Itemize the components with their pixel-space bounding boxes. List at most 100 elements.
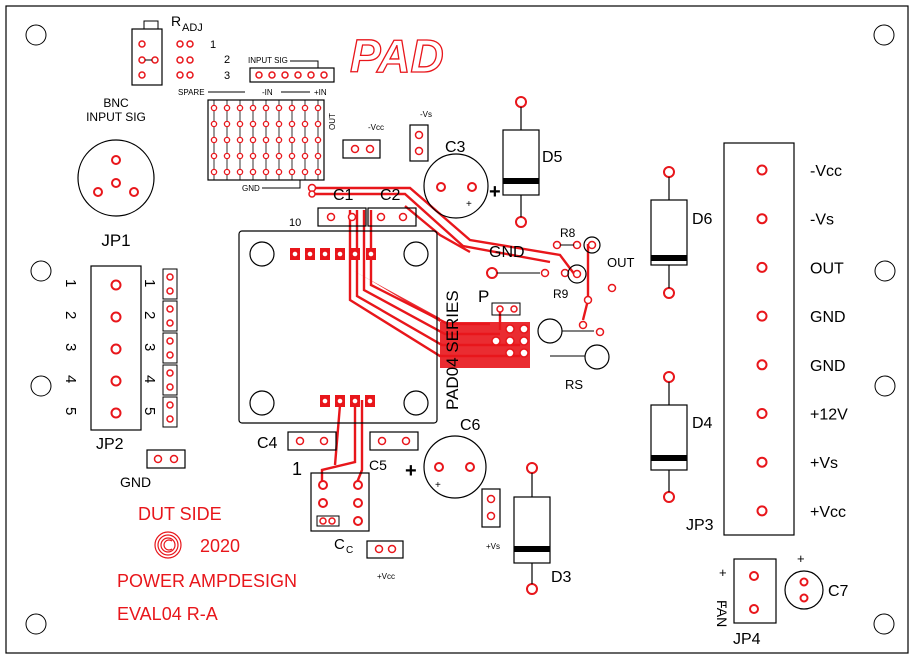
- bnc-label-line1: BNC: [103, 96, 129, 110]
- proto-pad: [301, 136, 309, 144]
- mounting-hole: [874, 260, 896, 282]
- jp4-connector: [733, 558, 777, 624]
- jp2-pin-label-right: 4: [141, 375, 158, 383]
- proto-pad: [288, 168, 296, 176]
- proto-pad: [236, 152, 244, 160]
- c1-ref: C1: [333, 187, 354, 204]
- proto-pad: [301, 104, 309, 112]
- proto-pad: [275, 120, 283, 128]
- d4-ref: D4: [692, 415, 713, 432]
- jp2-pin: [110, 279, 122, 291]
- d3-ref: D3: [551, 569, 572, 586]
- year-label: 2020: [200, 536, 240, 556]
- jp2-pin: [110, 375, 122, 387]
- rs-pad-lower: [584, 344, 610, 370]
- proto-pad: [288, 104, 296, 112]
- proto-pad: [275, 152, 283, 160]
- rs-ref: RS: [565, 377, 583, 392]
- proto-pads: [210, 100, 322, 180]
- jp2-ref: JP2: [96, 436, 124, 453]
- jp2-gnd-label: GND: [120, 474, 151, 490]
- c2-capacitor: [367, 207, 417, 227]
- jp2-pin: [110, 407, 122, 419]
- jp3-pin: [756, 505, 768, 517]
- mounting-hole: [30, 260, 52, 282]
- jp3-pin: [756, 408, 768, 419]
- rev-label: EVAL04 R-A: [117, 604, 218, 624]
- c4-ref: C4: [257, 435, 278, 452]
- proto-pad: [249, 136, 257, 144]
- proto-pad: [210, 120, 218, 128]
- proto-spare-label: SPARE: [178, 88, 205, 97]
- proto-pad: [236, 136, 244, 144]
- c3-plus: +: [489, 181, 501, 203]
- jp3-pin: [756, 213, 768, 225]
- proto-pad: [288, 120, 296, 128]
- proto-pad: [249, 152, 257, 160]
- jp3-pin: [756, 359, 768, 371]
- jp2-pin-label-right: 2: [141, 311, 158, 319]
- proto-pad: [223, 152, 231, 160]
- c7-capacitor: [784, 570, 824, 610]
- jp4-plus: +: [719, 565, 727, 580]
- proto-pad: [210, 152, 218, 160]
- mounting-hole: [30, 375, 52, 397]
- jp3-pin-label: +Vcc: [810, 504, 846, 521]
- minus-vs-cap: [409, 124, 429, 162]
- mounting-hole: [873, 24, 895, 46]
- d6-diode: [650, 199, 688, 266]
- proto-pad: [301, 152, 309, 160]
- c6-polarity: +: [435, 480, 441, 491]
- cc-ref: C: [334, 536, 345, 553]
- plus-vcc-small-label: +Vcc: [377, 572, 395, 581]
- input-sig-header: [249, 67, 335, 83]
- proto-gnd-label: GND: [242, 184, 260, 193]
- plus-vcc-cap: [366, 540, 404, 559]
- jp2-pin-label-left: 2: [62, 311, 79, 319]
- c6-ref: C6: [460, 417, 481, 434]
- jp3-pin-label: -Vcc: [810, 163, 842, 180]
- proto-pad: [262, 152, 270, 160]
- jp3-pin-label: +12V: [810, 407, 848, 424]
- jp4-ref: JP4: [733, 631, 761, 648]
- jp2-pin-label-right: 1: [141, 279, 158, 287]
- c4-capacitor: [287, 431, 337, 451]
- jp3-pin: [756, 164, 768, 176]
- c3-polarity: +: [466, 199, 472, 210]
- jp3-pin-label: OUT: [810, 260, 844, 277]
- gnd-trace-label: GND: [489, 244, 525, 261]
- proto-pad: [301, 168, 309, 176]
- proto-pad: [275, 136, 283, 144]
- proto-pad: [236, 120, 244, 128]
- mounting-hole: [873, 613, 895, 635]
- c6-plus: +: [405, 460, 417, 482]
- jp2-connector: [90, 265, 142, 431]
- proto-pad: [314, 168, 322, 176]
- d6-ref: D6: [692, 211, 713, 228]
- cc-sub: C: [346, 545, 353, 556]
- jp2-pin-label-left: 4: [62, 375, 79, 383]
- proto-pad: [314, 120, 322, 128]
- jp2-jumper: [162, 364, 178, 396]
- mounting-hole: [25, 24, 47, 46]
- copyright-icon: [154, 531, 182, 559]
- proto-pad: [262, 120, 270, 128]
- proto-pad: [236, 168, 244, 176]
- jp3-connector: [723, 142, 795, 536]
- jp2-pin-label-right: 3: [141, 343, 158, 351]
- proto-pad: [314, 104, 322, 112]
- proto-pad: [275, 104, 283, 112]
- jp2-pin-label-left: 5: [62, 407, 79, 415]
- jp3-ref: JP3: [686, 517, 714, 534]
- radj-pos-2: 2: [224, 54, 230, 66]
- jp2-pin-label-left: 1: [62, 279, 79, 287]
- jp3-pin: [756, 310, 768, 322]
- radj-label: R: [171, 13, 181, 29]
- proto-pad: [210, 136, 218, 144]
- jp2-jumper: [162, 300, 178, 332]
- jp3-pin-label: +Vs: [810, 455, 838, 472]
- p-label: P: [478, 287, 489, 306]
